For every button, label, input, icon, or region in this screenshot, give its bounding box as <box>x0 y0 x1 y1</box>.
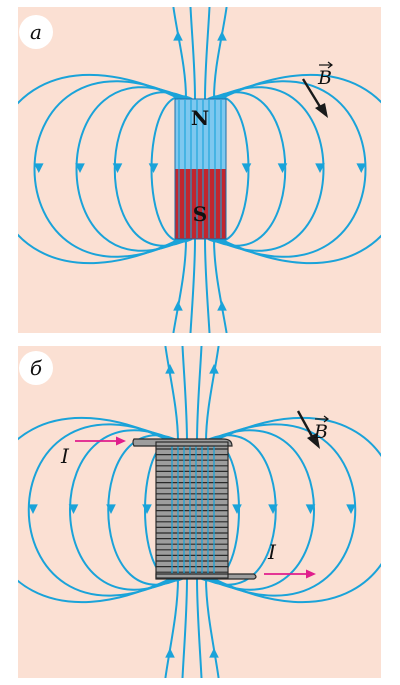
field-direction-arrowhead <box>165 648 175 658</box>
field-line <box>202 434 277 586</box>
b-vector-arrow <box>296 410 316 441</box>
field-direction-arrowhead <box>232 504 242 514</box>
field-line <box>211 417 381 603</box>
field-line <box>213 7 228 100</box>
coil-outline <box>155 441 229 579</box>
solenoid-coil <box>132 438 257 580</box>
solenoid-field-diagram: I I B б <box>18 346 381 678</box>
field-line <box>208 423 357 597</box>
panel-solenoid: I I B б <box>18 346 381 678</box>
field-line <box>210 91 287 247</box>
b-vector-label: B <box>313 421 328 443</box>
field-direction-arrowhead <box>277 163 288 173</box>
field-direction-arrowhead <box>217 31 227 41</box>
north-pole-label: N <box>191 106 209 130</box>
magnetic-field-vector: B <box>301 61 333 118</box>
current-out-label: I <box>267 540 277 564</box>
field-direction-arrowhead <box>209 648 219 658</box>
field-line <box>164 577 179 678</box>
current-in-label: I <box>60 444 70 468</box>
magnet-outline <box>174 98 227 240</box>
badge-label: а <box>30 20 42 44</box>
south-pole-label: S <box>193 202 207 226</box>
field-direction-arrowhead <box>33 163 44 173</box>
field-direction-arrowhead <box>241 163 252 173</box>
field-line <box>27 423 176 597</box>
field-direction-arrowhead <box>68 504 79 514</box>
magnetic-field-vector: B <box>296 410 329 449</box>
field-direction-arrowhead <box>173 31 183 41</box>
field-line <box>172 238 187 333</box>
field-direction-arrowhead <box>165 364 175 374</box>
field-direction-arrowhead <box>315 163 325 173</box>
field-line <box>33 80 184 258</box>
field-direction-arrowhead <box>28 504 38 514</box>
field-direction-arrowhead <box>305 504 316 514</box>
field-direction-arrowhead <box>346 504 356 514</box>
field-direction-arrowhead <box>209 364 219 374</box>
bar-magnet: N S <box>174 98 227 240</box>
field-line <box>204 238 211 333</box>
field-line <box>216 80 367 258</box>
b-vector-label: B <box>317 67 332 89</box>
b-vector-arrow <box>301 78 324 111</box>
field-line <box>107 434 182 586</box>
vector-overline-tip <box>323 415 329 423</box>
field-line <box>69 429 179 591</box>
field-direction-arrowhead <box>268 504 278 514</box>
field-line <box>205 346 220 443</box>
field-direction-arrowhead <box>112 163 123 173</box>
field-direction-arrowhead <box>142 504 152 514</box>
field-direction-arrowhead <box>106 504 116 514</box>
current-out-arrowhead <box>306 569 316 579</box>
field-line <box>205 429 315 591</box>
current-in: I <box>60 436 126 468</box>
field-line <box>18 73 181 265</box>
panel-badge-b: б <box>19 351 53 385</box>
field-direction-arrowhead <box>173 301 183 311</box>
b-vector-arrowhead <box>307 433 320 449</box>
bar-magnet-field-diagram: N S B а <box>18 7 381 333</box>
badge-circle <box>19 15 53 49</box>
field-line <box>113 91 190 247</box>
field-line <box>196 346 203 443</box>
magnet-north-pole <box>175 99 226 175</box>
field-line <box>181 346 188 443</box>
field-line <box>205 577 220 678</box>
current-in-arrowhead <box>116 436 126 446</box>
badge-label: б <box>30 356 43 380</box>
field-direction-arrowhead <box>75 163 85 173</box>
field-line <box>189 238 196 333</box>
field-line <box>189 7 196 100</box>
field-direction-arrowhead <box>356 163 367 173</box>
panel-badge-a: а <box>19 15 53 49</box>
b-vector-arrowhead <box>315 103 328 118</box>
field-line <box>164 346 179 443</box>
field-line <box>18 417 173 603</box>
field-line <box>204 7 211 100</box>
field-line <box>75 86 187 252</box>
field-line <box>213 86 325 252</box>
vector-overline-tip <box>327 61 333 69</box>
badge-circle <box>19 351 53 385</box>
field-line <box>219 73 381 265</box>
field-direction-arrowhead <box>148 163 159 173</box>
field-line <box>181 577 188 678</box>
field-line <box>196 577 203 678</box>
field-line <box>172 7 187 100</box>
panel-bar-magnet: N S B а <box>18 7 381 333</box>
field-direction-arrowhead <box>217 301 227 311</box>
magnet-south-pole <box>175 169 226 239</box>
field-line <box>213 238 228 333</box>
current-out: I <box>264 540 316 579</box>
